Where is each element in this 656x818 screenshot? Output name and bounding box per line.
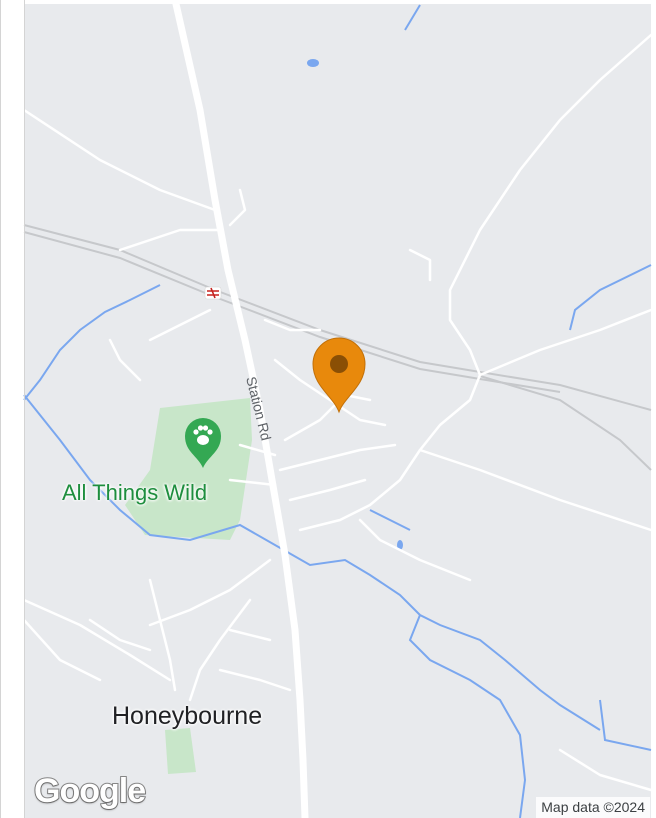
waterways (23, 4, 652, 818)
park-area-small (165, 728, 196, 774)
map-attribution[interactable]: Map data ©2024 (536, 797, 650, 818)
paw-icon (185, 418, 221, 468)
pond (307, 59, 319, 67)
poi-label[interactable]: All Things Wild (62, 480, 208, 505)
location-pin-icon[interactable] (312, 337, 366, 414)
railway-lines (23, 224, 652, 471)
station-road (172, 0, 309, 818)
pond (397, 540, 403, 550)
frame-inner-edge (24, 0, 25, 818)
minor-roads (22, 33, 653, 792)
map-land (24, 4, 651, 818)
frame-left-edge (0, 0, 1, 818)
town-label: Honeybourne (112, 702, 263, 730)
google-logo[interactable]: Google (33, 771, 147, 811)
rail-station-icon (204, 286, 222, 300)
